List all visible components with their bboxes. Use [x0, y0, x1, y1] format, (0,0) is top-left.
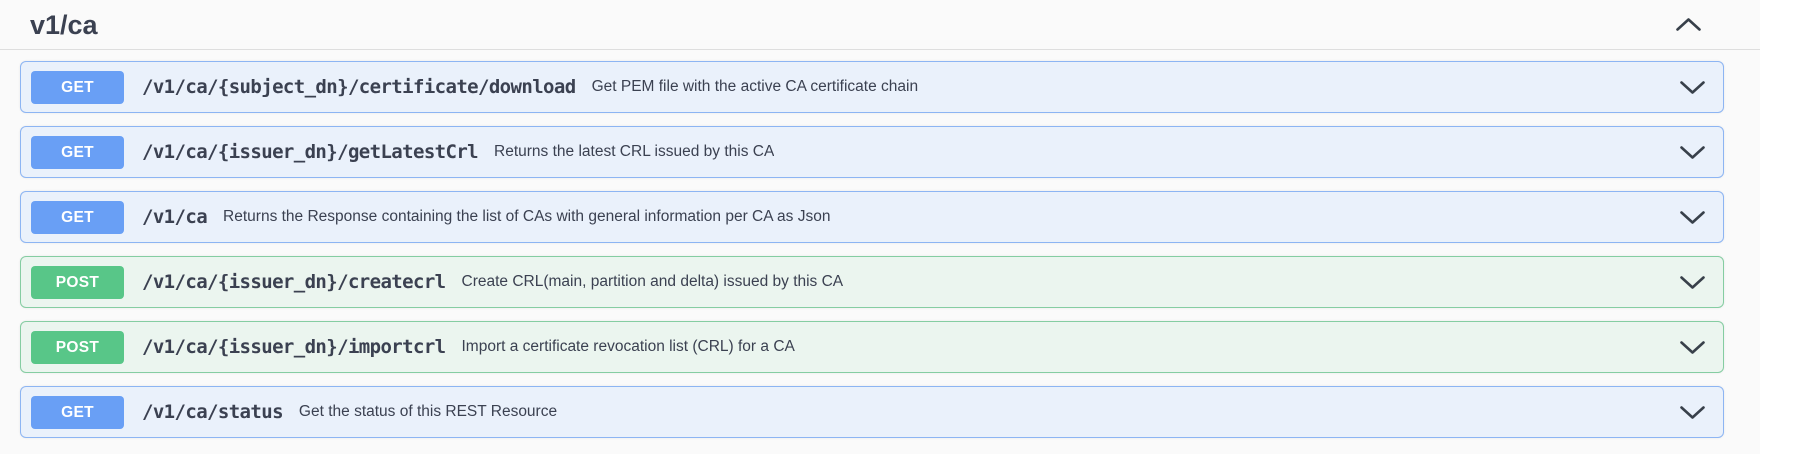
method-badge: POST [31, 330, 124, 364]
endpoint-row[interactable]: POST /v1/ca/{issuer_dn}/createcrl Create… [20, 256, 1724, 308]
chevron-up-icon[interactable] [1675, 17, 1702, 32]
endpoint-description: Import a certificate revocation list (CR… [461, 338, 795, 355]
chevron-down-icon[interactable] [1679, 405, 1706, 420]
api-section-v1-ca: v1/ca GET /v1/ca/{subject_dn}/certificat… [0, 0, 1760, 438]
endpoint-path: /v1/ca/{issuer_dn}/getLatestCrl [142, 141, 479, 163]
endpoint-description: Create CRL(main, partition and delta) is… [461, 273, 844, 290]
endpoint-description: Get PEM file with the active CA certific… [591, 78, 919, 95]
endpoint-row[interactable]: GET /v1/ca Returns the Response containi… [20, 191, 1724, 243]
endpoint-description: Returns the Response containing the list… [223, 208, 831, 225]
endpoint-description: Get the status of this REST Resource [298, 403, 558, 420]
endpoint-path: /v1/ca/{issuer_dn}/createcrl [142, 271, 446, 293]
chevron-down-icon[interactable] [1679, 340, 1706, 355]
endpoint-path: /v1/ca/{subject_dn}/certificate/download [142, 76, 576, 98]
endpoint-row[interactable]: GET /v1/ca/status Get the status of this… [20, 386, 1724, 438]
endpoint-path: /v1/ca/{issuer_dn}/importcrl [142, 336, 446, 358]
chevron-down-icon[interactable] [1679, 210, 1706, 225]
chevron-down-icon[interactable] [1679, 80, 1706, 95]
method-badge: GET [31, 135, 124, 169]
endpoint-list: GET /v1/ca/{subject_dn}/certificate/down… [0, 50, 1760, 438]
endpoint-description: Returns the latest CRL issued by this CA [494, 143, 775, 160]
section-title: v1/ca [30, 10, 98, 40]
method-badge: GET [31, 70, 124, 104]
method-badge: GET [31, 395, 124, 429]
method-badge: POST [31, 265, 124, 299]
endpoint-row[interactable]: GET /v1/ca/{issuer_dn}/getLatestCrl Retu… [20, 126, 1724, 178]
chevron-down-icon[interactable] [1679, 275, 1706, 290]
endpoint-path: /v1/ca [142, 206, 208, 228]
section-header-v1-ca[interactable]: v1/ca [0, 0, 1760, 50]
chevron-down-icon[interactable] [1679, 145, 1706, 160]
endpoint-path: /v1/ca/status [142, 401, 284, 423]
endpoint-row[interactable]: POST /v1/ca/{issuer_dn}/importcrl Import… [20, 321, 1724, 373]
endpoint-row[interactable]: GET /v1/ca/{subject_dn}/certificate/down… [20, 61, 1724, 113]
method-badge: GET [31, 200, 124, 234]
